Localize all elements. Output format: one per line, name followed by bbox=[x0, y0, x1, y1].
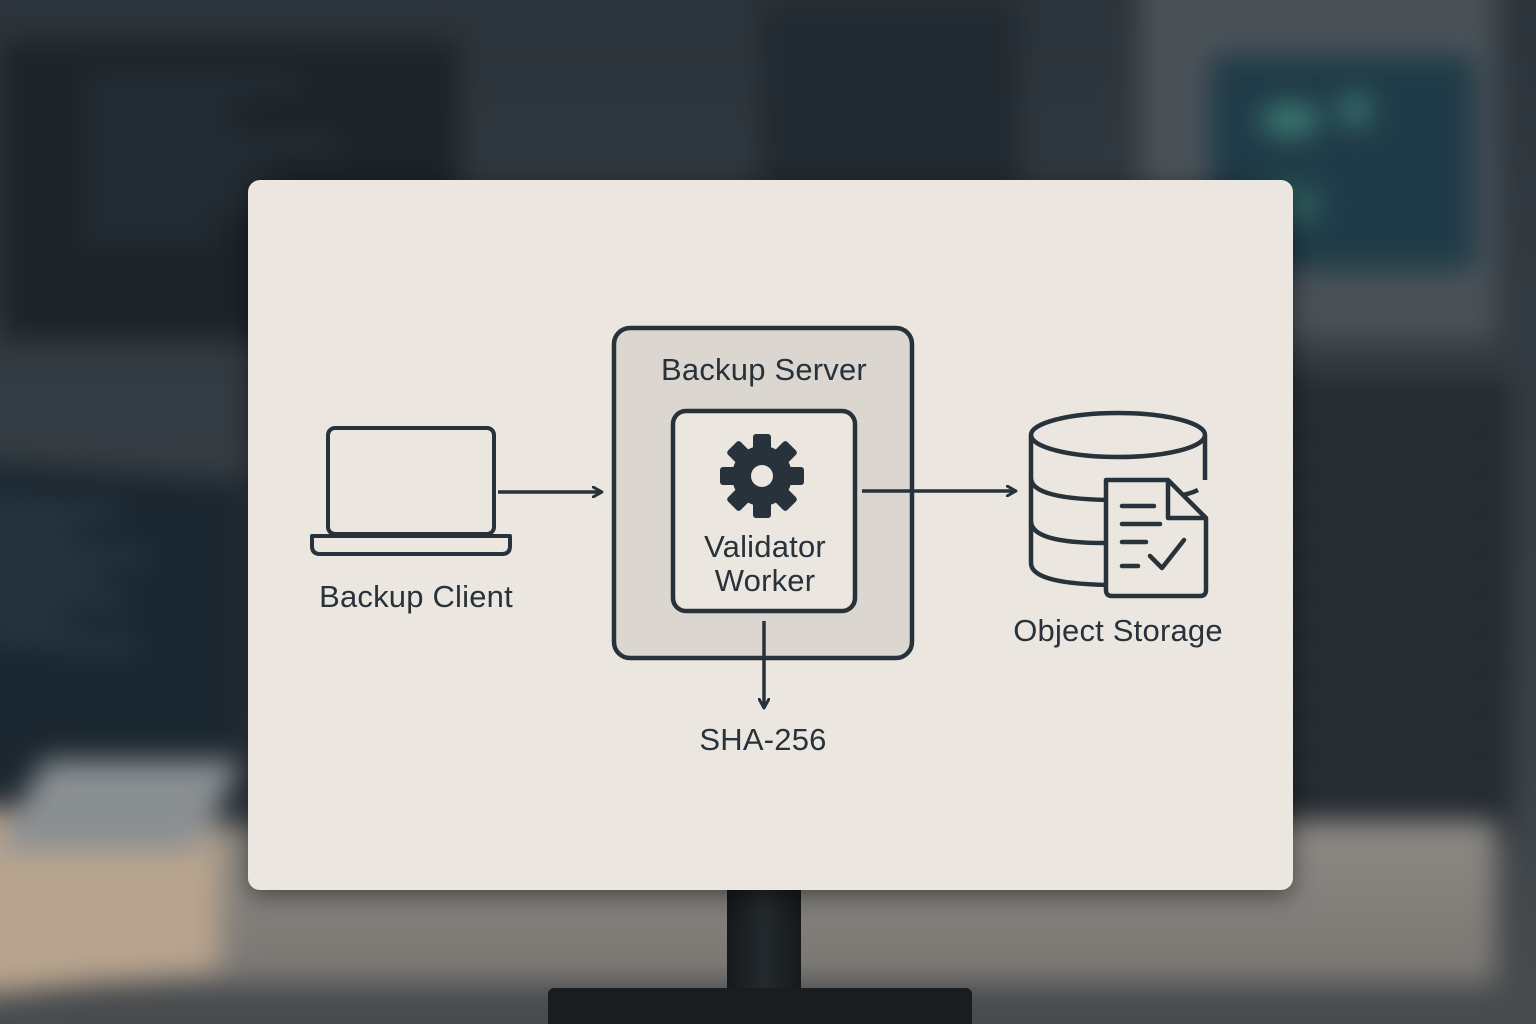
backup-server-label: Backup Server bbox=[661, 352, 867, 387]
backup-client-label: Backup Client bbox=[319, 579, 513, 614]
object-storage-label: Object Storage bbox=[1013, 613, 1223, 648]
diagram-board: Backup Client Backup Server Validator Wo… bbox=[248, 180, 1293, 890]
laptop-icon bbox=[310, 426, 512, 556]
diagram-canvas bbox=[310, 325, 1209, 890]
stand-pole bbox=[727, 885, 801, 1005]
validator-worker-label: Validator Worker bbox=[673, 530, 857, 598]
sha-256-label: SHA-256 bbox=[699, 722, 827, 757]
validator-worker-label-line1: Validator bbox=[704, 529, 826, 564]
database-document-check-icon bbox=[1028, 410, 1209, 599]
gear-icon bbox=[720, 434, 804, 518]
validator-worker-label-line2: Worker bbox=[714, 563, 816, 598]
stand-base bbox=[548, 988, 972, 1024]
